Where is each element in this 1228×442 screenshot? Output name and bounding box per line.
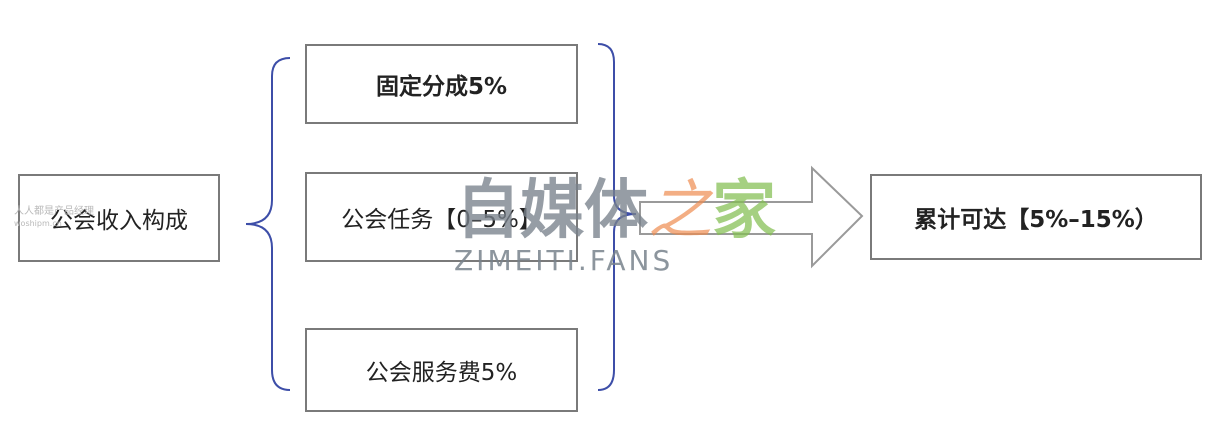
total-label: 累计可达【5%–15%） xyxy=(914,207,1158,233)
service-fee-node: 公会服务费5% xyxy=(305,328,578,412)
root-node-label: 公会收入构成 xyxy=(50,208,188,234)
right-brace xyxy=(597,43,637,391)
site-watermark: 人人都是产品经理 woshipm.cn xyxy=(14,206,94,230)
service-fee-label: 公会服务费5% xyxy=(365,360,518,386)
site-watermark-url: woshipm.cn xyxy=(14,219,62,228)
fixed-share-label: 固定分成5% xyxy=(375,74,508,100)
guild-task-node: 公会任务【0–5%】 xyxy=(305,172,578,262)
fixed-share-node: 固定分成5% xyxy=(305,44,578,124)
site-watermark-name: 人人都是产品经理 xyxy=(14,206,94,217)
left-brace xyxy=(245,57,291,391)
guild-task-label: 公会任务【0–5%】 xyxy=(341,207,542,233)
result-arrow xyxy=(639,165,864,269)
total-node: 累计可达【5%–15%） xyxy=(870,174,1202,260)
root-node: 公会收入构成 xyxy=(18,174,220,262)
